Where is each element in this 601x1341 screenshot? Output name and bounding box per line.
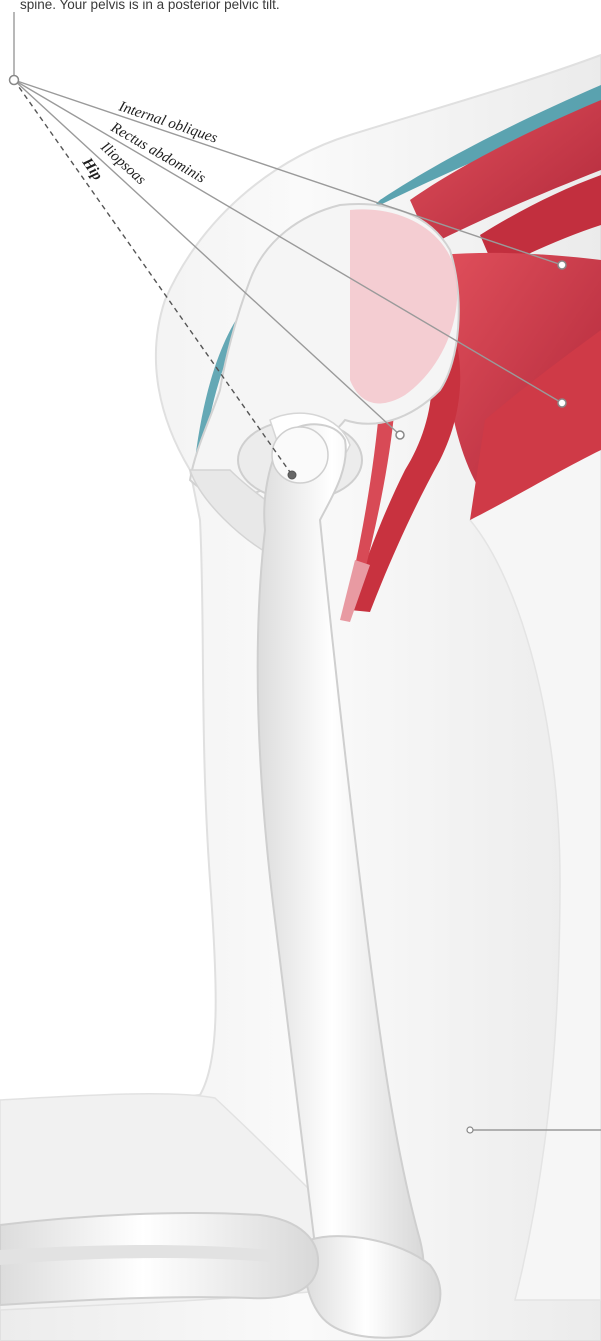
hip-dot	[288, 471, 296, 479]
origin-dot	[10, 76, 19, 85]
rectus-abdominis-dot	[558, 399, 566, 407]
iliopsoas-dot	[396, 431, 404, 439]
internal-obliques-dot	[558, 261, 566, 269]
label-hip: Hip	[78, 154, 105, 184]
calf-dot	[467, 1127, 473, 1133]
